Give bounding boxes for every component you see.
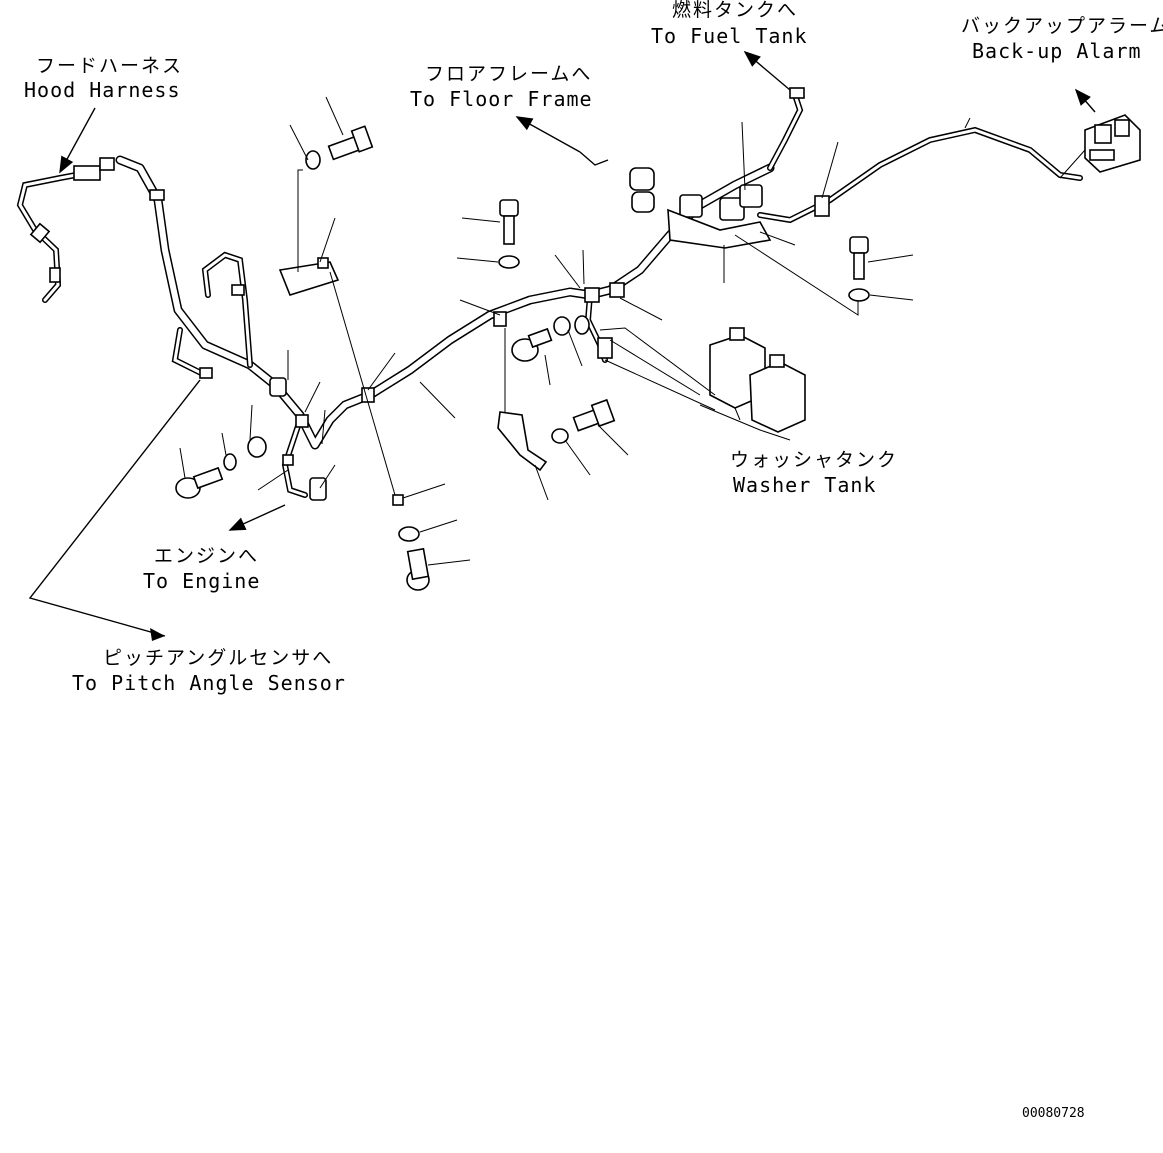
leader-washer-3 bbox=[599, 327, 716, 396]
bolt-left bbox=[175, 436, 294, 499]
engine-en: To Engine bbox=[143, 569, 260, 593]
bolt-top bbox=[305, 125, 374, 170]
leader-washer-2 bbox=[604, 359, 716, 411]
leader-floor-frame bbox=[579, 151, 609, 166]
label-washer-tank: ウォッシャタンク Washer Tank bbox=[730, 449, 898, 497]
harness-clamps bbox=[149, 189, 625, 501]
washer-tank-jp: ウォッシャタンク bbox=[730, 449, 898, 471]
drawing-code: 00080728 bbox=[1022, 1106, 1085, 1121]
label-hood-harness: フードハーネス Hood Harness bbox=[24, 55, 183, 102]
floor-frame-en: To Floor Frame bbox=[410, 87, 593, 111]
label-backup-alarm: バックアップアラーム Back-up Alarm bbox=[961, 15, 1163, 63]
leader-washer-1 bbox=[609, 339, 701, 396]
label-fuel-tank: 燃料タンクへ To Fuel Tank bbox=[651, 0, 808, 48]
bolt-center bbox=[511, 315, 590, 362]
fuel-tank-en: To Fuel Tank bbox=[651, 24, 808, 48]
label-floor-frame: フロアフレームへ To Floor Frame bbox=[410, 63, 593, 111]
fuel-tank-jp: 燃料タンクへ bbox=[672, 0, 798, 21]
bolt-mid-top bbox=[498, 199, 520, 269]
main-harness bbox=[115, 92, 1083, 498]
hood-harness-jp: フードハーネス bbox=[36, 55, 183, 77]
arrow-backup-alarm bbox=[1074, 88, 1096, 113]
arrow-engine bbox=[228, 504, 286, 531]
hood-harness-en: Hood Harness bbox=[24, 78, 181, 102]
bolt-bottom bbox=[392, 494, 430, 591]
engine-jp: エンジンへ bbox=[154, 545, 259, 567]
backup-alarm-unit bbox=[1084, 114, 1141, 173]
washer-tank-en: Washer Tank bbox=[733, 473, 876, 497]
bracket-lower bbox=[497, 411, 548, 472]
connector-cluster bbox=[597, 87, 830, 359]
bracket-upper bbox=[278, 257, 340, 296]
label-engine: エンジンへ To Engine bbox=[143, 545, 260, 593]
bolt-lower-center bbox=[551, 398, 616, 444]
reference-lines bbox=[179, 96, 1086, 566]
backup-alarm-en: Back-up Alarm bbox=[972, 39, 1142, 63]
bolt-right bbox=[848, 236, 870, 302]
label-pitch-sensor: ピッチアングルセンサへ To Pitch Angle Sensor bbox=[72, 647, 346, 695]
hood-harness-stub bbox=[16, 157, 115, 303]
washer-tank-assembly bbox=[699, 327, 806, 441]
arrow-fuel-tank bbox=[743, 50, 791, 91]
floor-frame-jp: フロアフレームへ bbox=[425, 63, 592, 85]
arrow-pitch-sensor bbox=[150, 628, 165, 641]
leader-pitch-sensor bbox=[28, 379, 201, 637]
arrow-floor-frame bbox=[515, 116, 581, 153]
backup-alarm-jp: バックアップアラーム bbox=[961, 15, 1163, 37]
arrow-hood-harness bbox=[59, 107, 96, 174]
pitch-sensor-jp: ピッチアングルセンサへ bbox=[103, 647, 333, 669]
pitch-sensor-en: To Pitch Angle Sensor bbox=[72, 671, 346, 695]
